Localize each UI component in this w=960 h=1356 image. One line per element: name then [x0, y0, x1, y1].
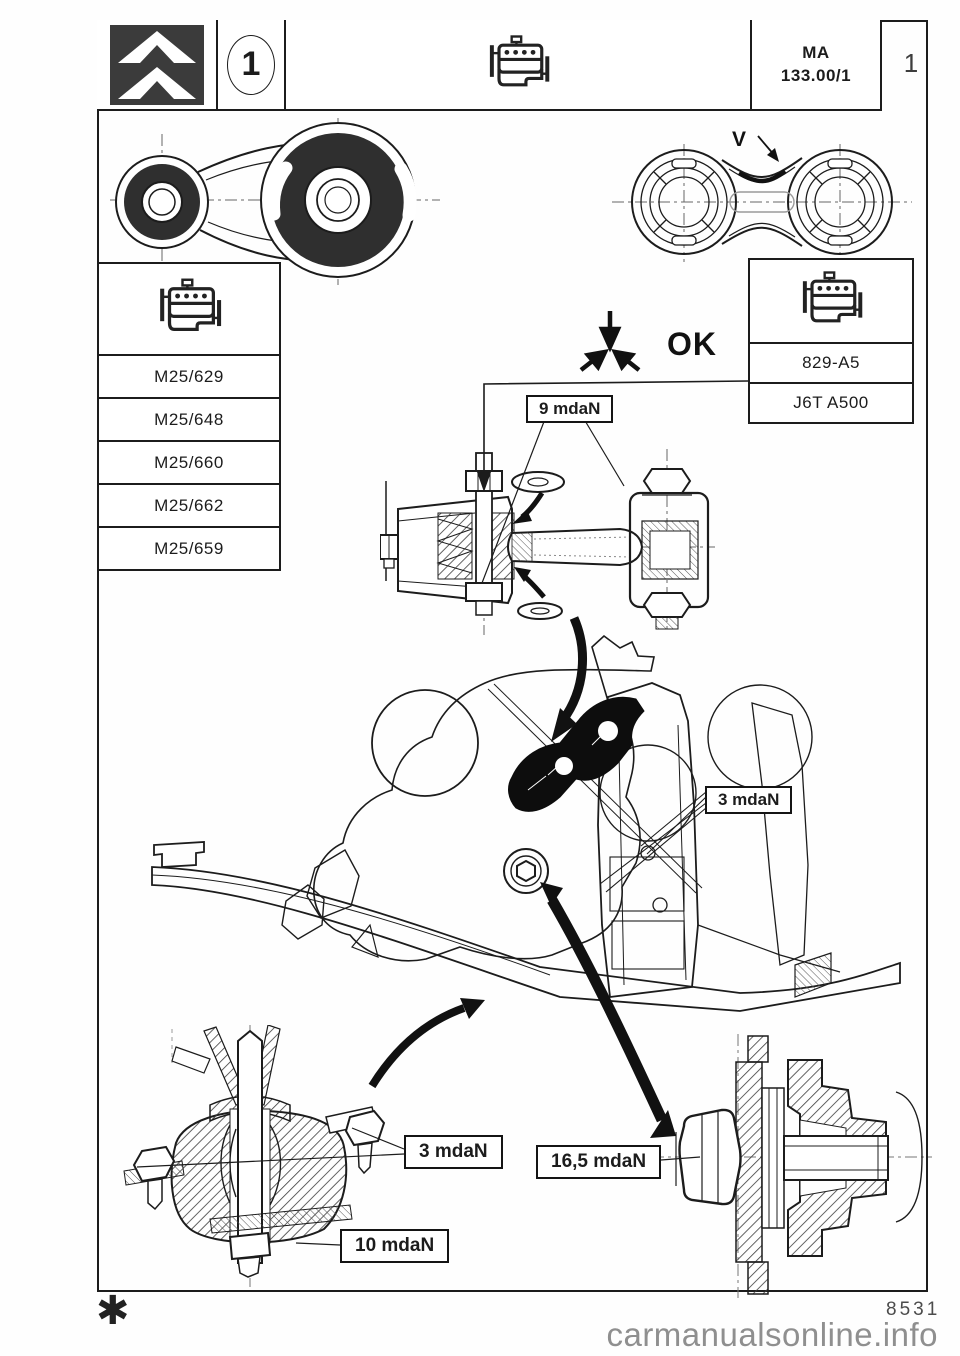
header-bar: 1 MA 133.00/1: [97, 20, 882, 111]
print-reference-number: 8531: [886, 1299, 941, 1320]
doc-code-cell: MA 133.00/1: [750, 20, 880, 109]
page-number: 1: [903, 48, 919, 78]
table-row: M25/629: [99, 356, 279, 399]
engine-models-table: M25/629 M25/648 M25/660 M25/662 M25/659: [97, 262, 281, 571]
doc-code-line1: MA: [802, 42, 830, 62]
ok-label: OK: [667, 326, 717, 362]
engine-icon: [480, 34, 556, 96]
engine-icon-cell: [99, 264, 279, 356]
engine-icon-cell: [750, 260, 912, 344]
engine-subframe-side-view-drawing: [151, 634, 901, 1012]
table-row: M25/662: [99, 485, 279, 528]
engine-icon: [793, 270, 869, 332]
watermark-text: carmanualsonline.info: [606, 1316, 938, 1353]
figure-number-badge: 1: [227, 34, 275, 95]
table-row: 829-A5: [750, 344, 912, 384]
torque-label-3mdan-engine: 3 mdaN: [705, 786, 793, 814]
table-row: M25/648: [99, 399, 279, 442]
table-row: M25/659: [154, 538, 224, 558]
upper-link-top-view-drawing: V: [612, 128, 912, 262]
table-row: M25/660: [99, 442, 279, 485]
ok-press-symbol: OK: [579, 311, 717, 372]
torque-label-10mdan: 10 mdaN: [340, 1229, 450, 1263]
header-engine-icon-cell: [286, 20, 750, 109]
v-arrow-icon: [767, 148, 779, 162]
footnote-asterisk: ✱: [96, 1289, 130, 1333]
flexible-mount-dark-shape: [508, 696, 645, 812]
crankshaft-pulley-cross-section-drawing: [652, 1034, 932, 1298]
citroen-logo: [97, 20, 218, 109]
torque-label-9mdan: 9 mdaN: [526, 395, 614, 423]
doc-code-line2: 133.00/1: [780, 65, 852, 85]
link-mounting-cross-section-drawing: [380, 441, 715, 635]
engine-icon: [150, 277, 228, 341]
citroen-double-chevron-icon: [109, 24, 204, 105]
engine-codes-box: 829-A5 J6T A500: [748, 258, 914, 424]
figure-number-cell: 1: [218, 20, 286, 109]
torque-label-3mdan-mount: 3 mdaN: [404, 1135, 503, 1169]
torque-label-16-5mdan: 16,5 mdaN: [536, 1145, 662, 1179]
table-row: J6T A500: [793, 393, 869, 412]
upper-link-front-view-drawing: [110, 118, 440, 285]
v-direction-label: V: [732, 128, 746, 151]
